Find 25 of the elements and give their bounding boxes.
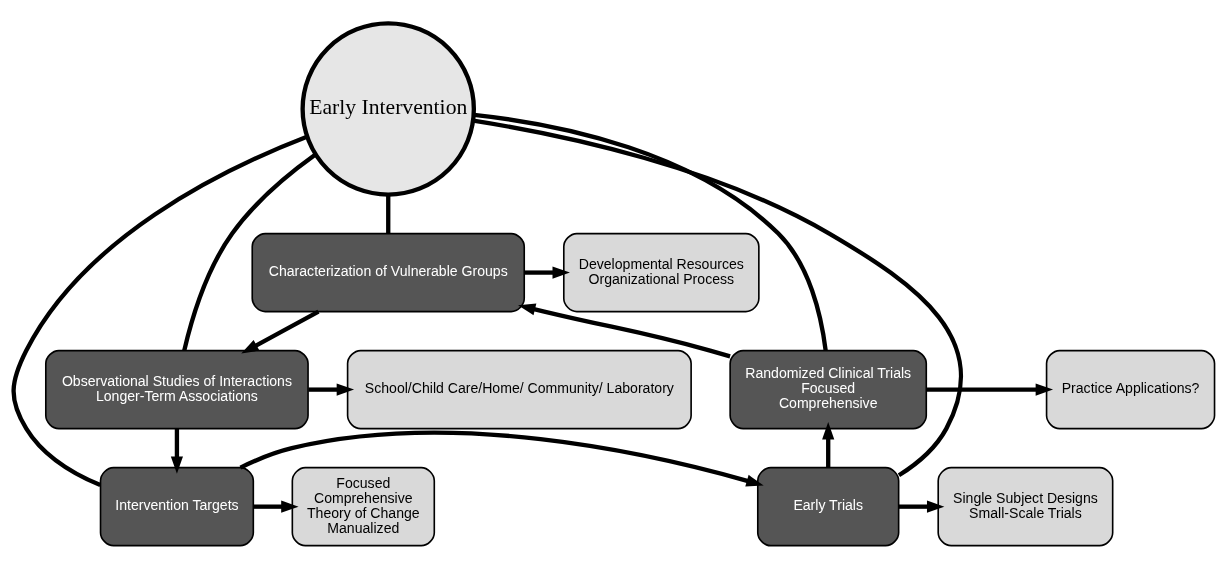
arrow	[253, 500, 299, 513]
connector	[386, 194, 391, 233]
node-box: Characterization of Vulnerable Groups	[251, 232, 526, 312]
arrow	[898, 500, 945, 513]
arrow	[239, 430, 764, 487]
node-box: School/Child Care/Home/ Community/ Laboratory	[346, 349, 692, 429]
node-circle: Early Intervention	[300, 20, 476, 197]
connector	[472, 118, 963, 477]
connector	[182, 152, 317, 351]
arrow	[308, 383, 355, 396]
node-box: Early Trials	[756, 466, 900, 546]
node-box: Single Subject Designs Small-Scale Trials	[937, 466, 1114, 546]
arrow	[170, 428, 183, 474]
arrow	[241, 309, 320, 354]
node-box: Randomized Clinical Trials Focused Comprehensive	[729, 349, 928, 429]
arrow	[926, 383, 1054, 396]
node-box: Observational Studies of Interactions Longer-Term Associations	[45, 349, 309, 429]
node-box: Practice Applications?	[1045, 349, 1216, 429]
node-box: Developmental Resources Organizational Process	[562, 232, 760, 312]
connector	[473, 112, 828, 351]
arrow	[518, 302, 731, 358]
arrow	[822, 421, 835, 467]
node-box: Focused Comprehensive Theory of Change Manualized	[291, 466, 436, 546]
node-box: Intervention Targets	[99, 466, 255, 546]
arrow	[524, 266, 570, 279]
